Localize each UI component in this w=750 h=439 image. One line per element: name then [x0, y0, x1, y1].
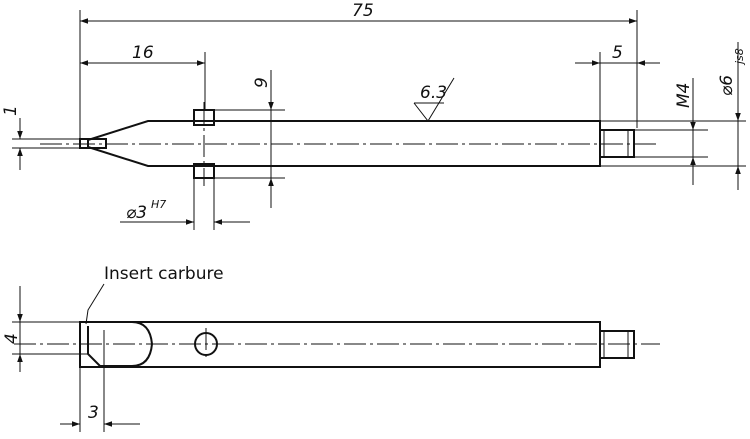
dim-thread-length: 5: [612, 43, 623, 63]
dim-overall-length: 75: [352, 1, 374, 21]
dim-insert-length: 3: [88, 403, 99, 423]
dim-hole-position: 16: [132, 43, 154, 63]
bottom-view: Insert carbure 4 3: [2, 264, 660, 432]
dim-tip-width: 1: [1, 105, 21, 116]
dim-shank-tolerance: js8: [733, 48, 746, 66]
dim-shank-diameter: ⌀6: [717, 75, 737, 96]
dim-hole-tolerance: H7: [151, 198, 166, 211]
dim-thread: M4: [674, 83, 694, 108]
dim-hole-offset: 9: [252, 77, 272, 88]
roughness-symbol: [413, 77, 455, 122]
top-view: 75 16 5 1 9 ⌀3 H7 6.3: [1, 1, 746, 230]
dim-roughness: 6.3: [420, 83, 447, 103]
insert-label: Insert carbure: [104, 264, 224, 284]
dim-hole-diameter: ⌀3: [126, 203, 147, 223]
dim-insert-height: 4: [2, 333, 22, 344]
insert-leader: [85, 283, 105, 325]
